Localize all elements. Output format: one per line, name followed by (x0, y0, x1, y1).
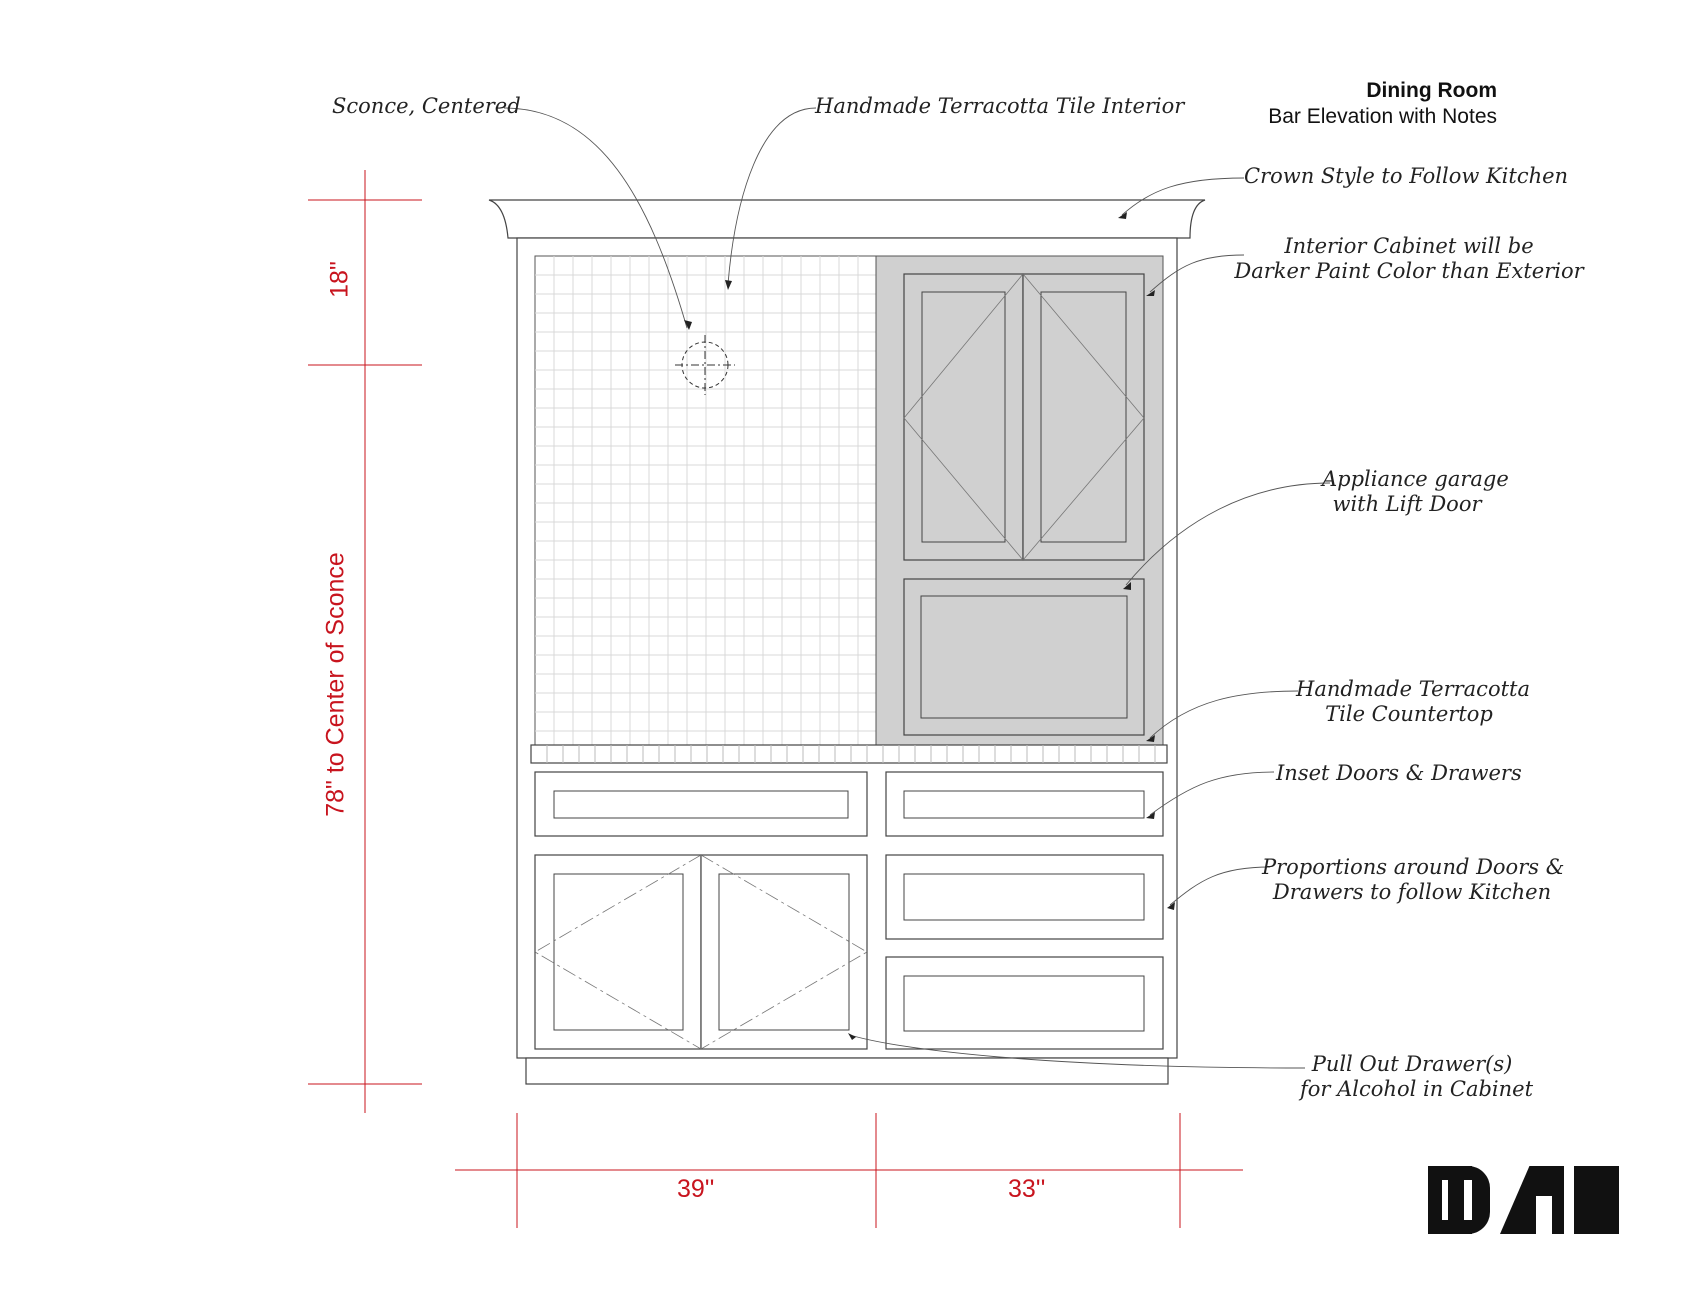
note-sconce: Sconce, Centered (332, 94, 521, 118)
upper-door-left-panel (921, 291, 1006, 543)
dimension-sconce-height: 78" to Center of Sconce (321, 552, 350, 817)
lower-drawer-1-panel (903, 873, 1145, 921)
countertop-tile-joints (546, 745, 1156, 763)
dimension-upper-height: 18" (325, 261, 354, 298)
drawer-left-panel (553, 790, 849, 819)
tile-grid (535, 256, 876, 745)
lower-drawer-2-panel (903, 975, 1145, 1032)
note-pull-out-line-2: for Alcohol in Cabinet (1300, 1077, 1534, 1101)
note-interior-cabinet-line-2: Darker Paint Color than Exterior (1234, 259, 1584, 283)
leader-arrowheads (684, 212, 1175, 1040)
appliance-garage-panel (920, 595, 1128, 719)
dimension-left-width: 39'' (677, 1175, 715, 1203)
note-appliance-garage-line-1: Appliance garage (1322, 467, 1509, 491)
upper-door-swing-lines (903, 273, 1145, 561)
lower-door-right (700, 854, 868, 1050)
note-countertop-line-1: Handmade Terracotta (1296, 677, 1530, 701)
note-proportions: Proportions around Doors & Drawers to fo… (1262, 855, 1565, 905)
note-interior-cabinet: Interior Cabinet will be Darker Paint Co… (1232, 234, 1586, 284)
leader-lines (503, 107, 1331, 1069)
note-pull-out: Pull Out Drawer(s) for Alcohol in Cabine… (1300, 1052, 1534, 1102)
note-tile-interior: Handmade Terracotta Tile Interior (815, 94, 1185, 118)
lower-door-left (534, 854, 702, 1050)
upper-door-right-panel (1040, 291, 1127, 543)
note-inset-doors: Inset Doors & Drawers (1276, 761, 1522, 785)
note-proportions-line-1: Proportions around Doors & (1262, 855, 1565, 879)
lower-drawer-1 (885, 854, 1164, 940)
drawing-title: Dining Room (1366, 79, 1497, 102)
note-countertop: Handmade Terracotta Tile Countertop (1296, 677, 1530, 727)
crown-molding (488, 199, 1206, 239)
dai-logo (1428, 1166, 1619, 1234)
title-block: Dining Room Bar Elevation with Notes (1268, 78, 1497, 130)
note-appliance-garage: Appliance garage with Lift Door (1322, 467, 1509, 517)
drawer-right (885, 771, 1164, 837)
upper-door-right (1022, 273, 1145, 561)
sconce-symbol (675, 335, 735, 395)
dimension-right-width: 33'' (1008, 1175, 1046, 1203)
note-crown: Crown Style to Follow Kitchen (1244, 164, 1569, 188)
lower-door-left-panel (553, 873, 684, 1031)
note-pull-out-line-1: Pull Out Drawer(s) (1311, 1052, 1513, 1076)
drawing-subtitle: Bar Elevation with Notes (1268, 105, 1497, 128)
lower-door-swing-lines (534, 854, 868, 1050)
drawer-left (534, 771, 868, 837)
note-interior-cabinet-line-1: Interior Cabinet will be (1284, 234, 1534, 258)
note-appliance-garage-line-2: with Lift Door (1332, 492, 1482, 516)
dimension-lines (308, 170, 1243, 1228)
note-countertop-line-2: Tile Countertop (1325, 702, 1493, 726)
note-proportions-line-2: Drawers to follow Kitchen (1272, 880, 1552, 904)
appliance-garage-door (903, 578, 1145, 736)
toe-kick (525, 1057, 1169, 1085)
lower-drawer-2 (885, 956, 1164, 1050)
countertop (530, 744, 1168, 764)
lower-door-right-panel (718, 873, 850, 1031)
drawer-right-panel (903, 790, 1145, 819)
upper-door-left (903, 273, 1024, 561)
